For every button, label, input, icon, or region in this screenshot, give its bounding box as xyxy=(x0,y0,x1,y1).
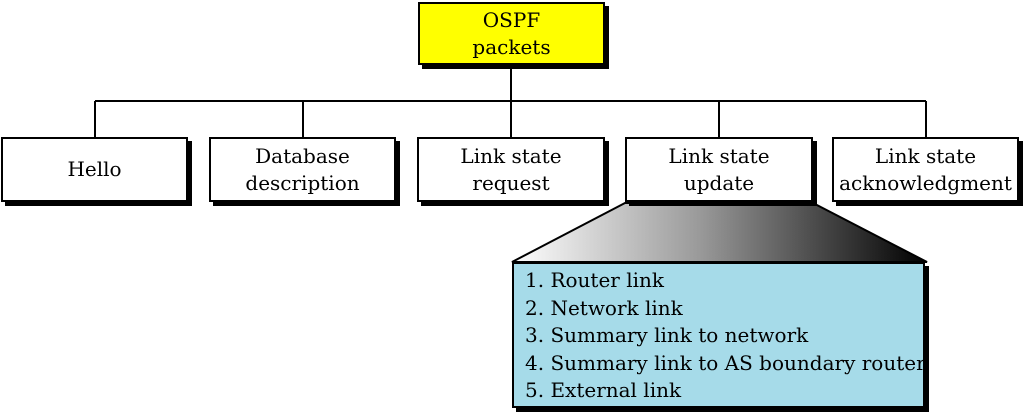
update-detail-item: 1. Router link xyxy=(525,268,665,292)
link-state-update-label-line2: update xyxy=(683,170,755,195)
update-detail-item: 2. Network link xyxy=(525,295,683,320)
link-state-request-label-line1: Link state xyxy=(460,143,562,168)
expansion-wedge xyxy=(511,202,928,263)
database-description-label-line1: Database xyxy=(255,143,350,168)
update-detail-item: 4. Summary link to AS boundary router xyxy=(525,350,926,375)
update-detail-item: 3. Summary link to network xyxy=(525,323,809,348)
link-state-acknowledgment-label-line1: Link state xyxy=(874,143,977,168)
root-label-line1: OSPF xyxy=(482,7,541,32)
link-state-update-label-line1: Link state xyxy=(668,143,770,168)
database-description-box: Database description xyxy=(209,137,396,202)
root-label-line2: packets xyxy=(472,34,551,59)
link-state-update-detail-box: 1. Router link 2. Network link 3. Summar… xyxy=(512,262,926,408)
link-state-request-box: Link state request xyxy=(417,137,605,202)
link-state-request-label-line2: request xyxy=(472,170,550,195)
database-description-label-line2: description xyxy=(245,170,360,195)
update-detail-item: 5. External link xyxy=(525,378,682,403)
hello-box: Hello xyxy=(1,137,188,202)
hello-label: Hello xyxy=(67,157,122,181)
link-state-update-box: Link state update xyxy=(625,137,813,202)
link-state-acknowledgment-box: Link state acknowledgment xyxy=(832,137,1019,202)
ospf-packets-root: OSPF packets xyxy=(418,2,605,65)
link-state-acknowledgment-label-line2: acknowledgment xyxy=(839,170,1012,195)
